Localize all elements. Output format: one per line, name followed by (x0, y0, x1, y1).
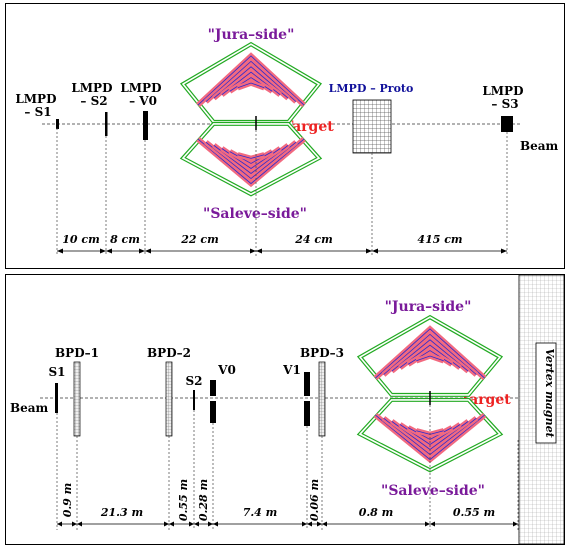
v1-detector-upper (304, 372, 310, 396)
bottom-dist-5: 7.4 m (243, 506, 278, 519)
s2-detector (193, 390, 195, 410)
lmpd-s3-label: LMPD – S3 (482, 84, 527, 111)
module-strip-edge (229, 151, 273, 164)
top-dist-4: 24 cm (294, 233, 332, 246)
module-strip-edge (205, 60, 297, 102)
lmpd-s2-detector (105, 112, 108, 136)
bottom-dist-1: 0.9 m (61, 483, 74, 518)
lmpd-s1-label: LMPD – S1 (15, 92, 60, 119)
lmpd-s3-detector (501, 116, 513, 132)
module-strip-edge (237, 82, 265, 89)
top-jura-module (179, 41, 323, 124)
bpd1-detector (73, 361, 81, 437)
lmpd-s1-detector (56, 119, 59, 129)
module-strip-edge (407, 427, 453, 440)
module-strip-edge (416, 355, 444, 362)
top-panel-frame (5, 3, 565, 269)
lmpd-v0-detector (143, 111, 148, 140)
bottom-panel: Vertex magnet S1 BPD–1 BPD–2 S2 V0 V1 BP… (10, 274, 565, 545)
bottom-panel-frame (5, 274, 565, 545)
bottom-jura-side-label: "Jura–side" (385, 299, 472, 315)
lmpd-proto-detector (352, 99, 392, 154)
module-strip-edge (407, 350, 453, 365)
module-strip-edge (197, 138, 305, 185)
v0-detector-upper (210, 380, 216, 396)
bottom-dist-3: 0.55 m (177, 479, 190, 521)
bottom-dist-6: 0.06 m (308, 479, 321, 521)
bottom-saleve-side-label: "Saleve–side" (381, 483, 485, 499)
bpd2-detector (165, 361, 173, 437)
module-strip-edge (375, 328, 485, 379)
bpd1-label: BPD–1 (55, 346, 99, 360)
module-strip-edge (197, 55, 305, 106)
top-jura-side-label: "Jura–side" (208, 27, 295, 43)
vertex-magnet-label-box (535, 342, 557, 444)
top-saleve-side-label: "Saleve–side" (203, 206, 307, 222)
module-strip-edge (237, 154, 265, 159)
lmpd-proto-label: LMPD – Proto (329, 82, 414, 95)
top-dist-3: 22 cm (180, 233, 218, 246)
bottom-dist-4: 0.28 m (197, 479, 210, 521)
s2-label: S2 (185, 374, 202, 388)
bottom-dist-2: 21.3 m (100, 506, 143, 519)
top-beam-label: Beam (520, 139, 559, 153)
bpd2-label: BPD–2 (147, 346, 191, 360)
top-saleve-module (179, 121, 323, 197)
s1-detector (55, 383, 58, 413)
module-strip-edge (375, 414, 485, 461)
bpd3-detector (318, 361, 326, 437)
lmpd-s2-label: LMPD – S2 (71, 81, 116, 108)
module-strip-edge (205, 141, 297, 180)
top-guides (56, 128, 508, 256)
module-strip-edge (391, 339, 469, 372)
vertex-magnet-label: Vertex magnet (543, 348, 556, 437)
lmpd-v0-label: LMPD – V0 (120, 81, 165, 108)
module-strip-edge (229, 77, 273, 92)
s1-label: S1 (48, 365, 65, 379)
top-dist-5: 415 cm (417, 233, 462, 246)
bottom-jura-module (356, 314, 504, 397)
top-panel: LMPD – S1 LMPD – S2 LMPD – V0 LMPD – S3 … (15, 27, 559, 256)
module-strip-edge (383, 333, 477, 375)
bottom-saleve-module (356, 397, 504, 473)
module-strip-edge (213, 66, 289, 99)
bottom-beam-label: Beam (10, 401, 49, 415)
bottom-dist-7: 0.8 m (359, 506, 394, 519)
top-dist-2: 8 cm (110, 233, 140, 246)
v0-detector-lower (210, 401, 216, 423)
v1-detector-lower (304, 401, 310, 426)
bottom-dimension-ticks (57, 521, 518, 527)
bottom-dist-8: 0.55 m (453, 506, 495, 519)
top-dist-1: 10 cm (62, 233, 99, 246)
v0-label: V0 (217, 363, 236, 377)
v1-label: V1 (282, 363, 301, 377)
top-dimension-ticks (57, 248, 507, 254)
bottom-guides (56, 405, 519, 530)
bpd3-label: BPD–3 (300, 346, 344, 360)
